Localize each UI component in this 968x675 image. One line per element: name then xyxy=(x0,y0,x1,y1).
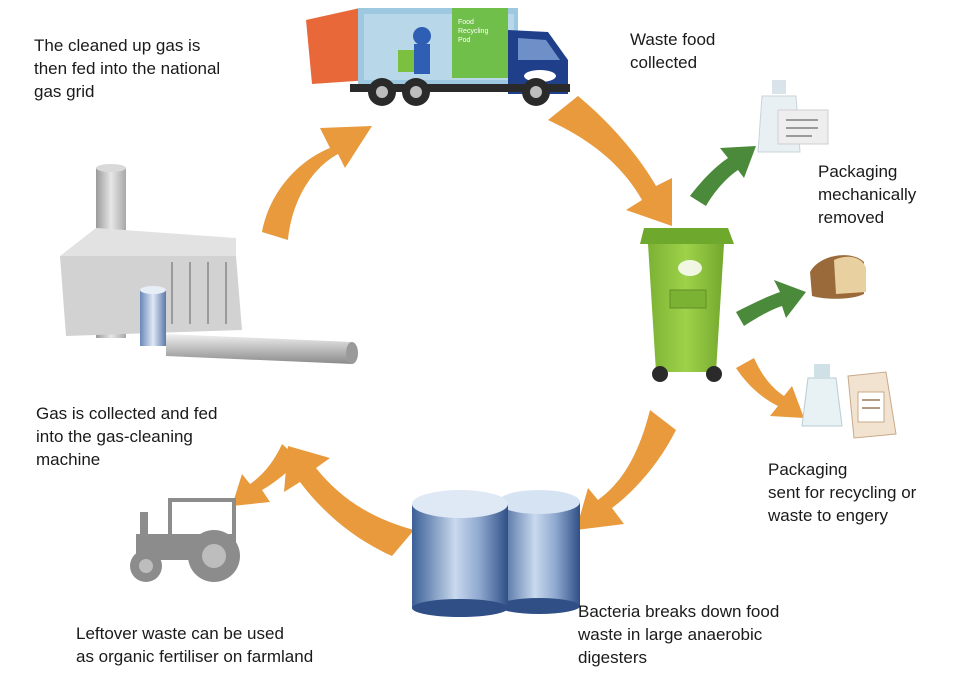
bread-icon xyxy=(810,255,866,299)
label-packaging-recycled: Packaging sent for recycling or waste to… xyxy=(768,458,964,527)
arrow-to-bottle xyxy=(690,146,756,206)
bin-icon xyxy=(640,228,734,382)
label-fertiliser-wrap: Leftover waste can be used as organic fe… xyxy=(76,622,366,668)
label-fertiliser-line-2: as organic fertiliser on farmland xyxy=(76,647,314,666)
label-waste-collected-line-1: Waste food xyxy=(630,30,716,49)
bottle-icon xyxy=(757,80,829,153)
label-bacteria-line-1: Bacteria breaks down food xyxy=(578,602,780,621)
label-gas-collected: Gas is collected and fed into the gas-cl… xyxy=(36,402,266,471)
label-waste-collected: Waste food collected xyxy=(630,28,790,74)
arrow-to-digesters xyxy=(576,410,676,530)
tractor-icon xyxy=(130,498,240,582)
truck-icon: Food Recycling Pod xyxy=(306,8,570,106)
label-packaging-recycled-wrap: Packaging sent for recycling or waste to… xyxy=(768,458,964,527)
label-gas-grid-line-2: then fed into the national xyxy=(34,59,221,78)
label-packaging-removed-line-2: mechanically xyxy=(818,185,917,204)
factory-icon xyxy=(60,164,358,364)
label-gas-grid-wrap: The cleaned up gas is then fed into the … xyxy=(34,34,274,103)
label-gas-collected-line-3: machine xyxy=(36,450,101,469)
label-gas-collected-wrap: Gas is collected and fed into the gas-cl… xyxy=(36,402,266,471)
label-gas-grid: The cleaned up gas is then fed into the … xyxy=(34,34,274,103)
label-packaging-removed-wrap: Packaging mechanically removed xyxy=(818,160,963,229)
label-packaging-removed-line-1: Packaging xyxy=(818,162,898,181)
label-packaging-removed-line-3: removed xyxy=(818,208,885,227)
label-packaging-recycled-line-3: waste to engery xyxy=(768,506,889,525)
label-bacteria: Bacteria breaks down food waste in large… xyxy=(578,600,818,669)
truck-panel-line-2: Recycling xyxy=(458,28,488,35)
label-fertiliser: Leftover waste can be used as organic fe… xyxy=(76,622,366,668)
label-packaging-recycled-line-1: Packaging xyxy=(768,460,848,479)
label-waste-collected-line-2: collected xyxy=(630,53,698,72)
label-bacteria-wrap: Bacteria breaks down food waste in large… xyxy=(578,600,818,669)
label-gas-collected-line-1: Gas is collected and fed xyxy=(36,404,218,423)
truck-panel-line-3: Pod xyxy=(458,37,471,44)
digester-tanks-icon xyxy=(412,490,580,617)
label-bacteria-line-2: waste in large anaerobic xyxy=(578,625,763,644)
label-bacteria-line-3: digesters xyxy=(578,648,647,667)
truck-panel-line-1: Food xyxy=(458,19,474,26)
arrow-to-gas-cleaning xyxy=(284,446,414,556)
label-packaging-recycled-line-2: sent for recycling or xyxy=(768,483,917,502)
label-fertiliser-line-1: Leftover waste can be used xyxy=(76,624,284,643)
arrow-to-bin xyxy=(548,96,672,226)
label-gas-collected-line-2: into the gas-cleaning xyxy=(36,427,193,446)
carton-icon xyxy=(801,364,897,439)
arrow-to-bread xyxy=(736,280,806,326)
label-gas-grid-line-3: gas grid xyxy=(34,82,95,101)
label-gas-grid-line-1: The cleaned up gas is xyxy=(34,36,201,55)
label-packaging-removed: Packaging mechanically removed xyxy=(818,160,963,229)
label-waste-collected-wrap: Waste food collected xyxy=(630,28,790,74)
arrow-to-recycling xyxy=(736,358,804,418)
arrow-to-tractor xyxy=(232,444,300,506)
arrow-to-truck xyxy=(262,126,372,240)
